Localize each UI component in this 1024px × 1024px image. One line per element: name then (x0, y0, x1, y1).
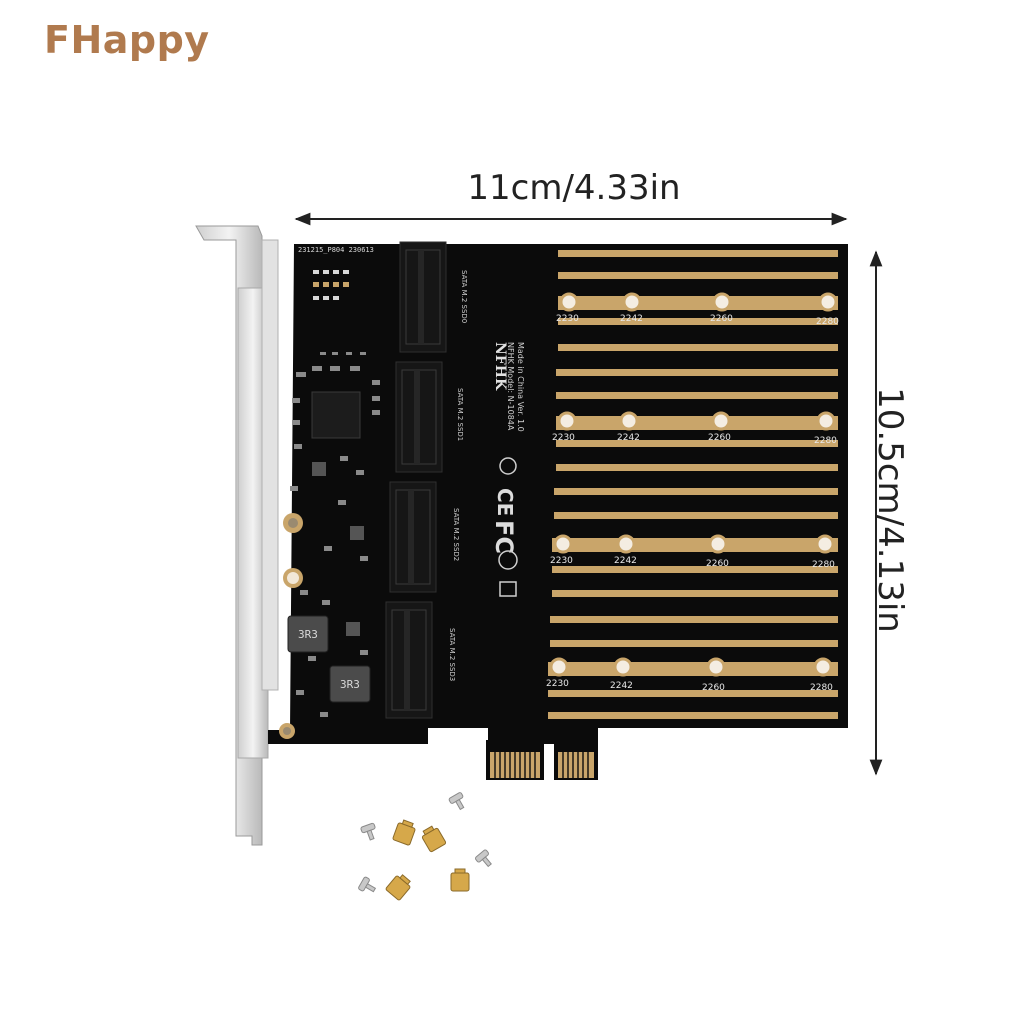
inductors: 3R3 3R3 (287, 615, 371, 703)
svg-text:3R3: 3R3 (298, 628, 318, 641)
controller-chip (311, 391, 361, 439)
svg-text:2280: 2280 (814, 436, 837, 446)
svg-text:2230: 2230 (550, 556, 573, 566)
origin-text: Made in China Ver. 1.0 (516, 342, 525, 432)
slot-label-ssd3: SATA M.2 SSD3 (448, 628, 456, 681)
model-text: NFHK Model: N-1084A (506, 342, 515, 431)
smd-components (290, 352, 380, 717)
kc-mark-icon (499, 581, 517, 597)
svg-text:2260: 2260 (706, 559, 729, 569)
slot-label-ssd2: SATA M.2 SSD2 (452, 508, 460, 561)
m2-connectors (385, 241, 447, 719)
mounting-holes (279, 513, 303, 739)
board-code-text: 231215_P804 230613 (298, 246, 374, 254)
svg-text:2242: 2242 (610, 681, 633, 691)
ce-mark: CE (493, 488, 517, 516)
svg-text:2280: 2280 (810, 683, 833, 693)
fc-mark: FC (490, 520, 518, 554)
vendor-logo-text: NFHK (492, 342, 508, 391)
slot-label-ssd0: SATA M.2 SSD0 (460, 270, 468, 323)
status-leds (313, 270, 349, 300)
ssd-bay-traces (548, 250, 838, 719)
svg-text:2242: 2242 (614, 556, 637, 566)
svg-text:2280: 2280 (816, 317, 839, 327)
pcie-bracket (195, 225, 279, 846)
svg-text:2260: 2260 (708, 433, 731, 443)
pcb-board: 231215_P804 230613 (268, 241, 848, 780)
svg-text:2242: 2242 (620, 314, 643, 324)
svg-text:2230: 2230 (556, 314, 579, 324)
svg-text:2260: 2260 (710, 314, 733, 324)
pcie-gold-fingers (486, 740, 598, 780)
svg-text:2280: 2280 (812, 560, 835, 570)
mount-size-labels: 2230 2242 2260 2280 2230 2242 2260 2280 2230… (546, 314, 839, 693)
slot-label-ssd1: SATA M.2 SSD1 (456, 388, 464, 441)
width-dimension-label: 11cm/4.33in (467, 168, 681, 208)
svg-text:3R3: 3R3 (340, 678, 360, 691)
nf-mark-icon (498, 550, 518, 570)
svg-text:2230: 2230 (546, 679, 569, 689)
screws-and-standoffs-icon (358, 792, 492, 901)
svg-text:2242: 2242 (617, 433, 640, 443)
brand-logo: FHappy (44, 18, 210, 62)
svg-text:2230: 2230 (552, 433, 575, 443)
ssd-standoff-holes (549, 292, 838, 677)
recycle-icon (499, 457, 517, 475)
svg-text:2260: 2260 (702, 683, 725, 693)
